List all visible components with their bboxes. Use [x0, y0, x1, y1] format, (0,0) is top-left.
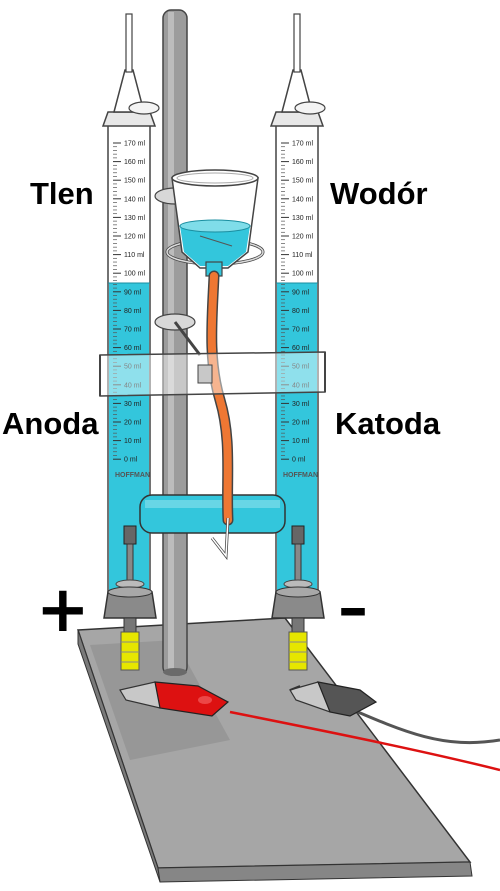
scale-label: 130 ml — [292, 215, 313, 222]
scale-label: 80 ml — [292, 308, 310, 315]
water-reservoir — [171, 169, 259, 277]
anode-electrode — [103, 525, 157, 671]
base-plate — [76, 617, 473, 883]
left-tube-scale: 170 ml 160 ml 150 ml 140 ml 130 ml 120 ml 110 … — [113, 141, 150, 479]
scale-label: 140 ml — [292, 196, 313, 203]
scale-label: 30 ml — [124, 401, 142, 408]
plus-sign: + — [36, 573, 90, 647]
connecting-tube — [139, 494, 286, 534]
scale-label: 20 ml — [124, 420, 142, 427]
scale-label: 140 ml — [124, 196, 145, 203]
scale-label: 50 ml — [292, 364, 310, 371]
scale-label: 70 ml — [292, 327, 310, 334]
support-rod — [162, 9, 188, 676]
scale-label: 10 ml — [124, 438, 142, 445]
rod-clamp — [154, 313, 202, 356]
scale-label: 90 ml — [292, 289, 310, 296]
scale-label: 0 ml — [124, 457, 138, 464]
red-lead — [119, 681, 500, 772]
hydrogen-label: Wodór — [330, 176, 428, 211]
right-tube-scale: 170 ml 160 ml 150 ml 140 ml 130 ml 120 ml 110 … — [281, 141, 318, 479]
scale-label: 110 ml — [124, 252, 145, 259]
oxygen-label: Tlen — [30, 176, 94, 211]
scale-label: 40 ml — [124, 382, 142, 389]
black-lead — [289, 681, 500, 745]
minus-sign: – — [338, 573, 368, 643]
scale-label: 70 ml — [124, 327, 142, 334]
scale-label: 120 ml — [292, 234, 313, 241]
scale-label: 0 ml — [292, 457, 306, 464]
scale-label: 50 ml — [124, 364, 142, 371]
scale-label: 160 ml — [124, 159, 145, 166]
scale-label: 60 ml — [292, 345, 310, 352]
scale-label: 100 ml — [124, 271, 145, 278]
scale-label: 40 ml — [292, 382, 310, 389]
scale-label: 110 ml — [292, 252, 313, 259]
scale-label: 160 ml — [292, 159, 313, 166]
anode-label: Anoda — [2, 406, 99, 441]
scale-label: 100 ml — [292, 271, 313, 278]
scale-label: 170 ml — [124, 141, 145, 148]
scale-label: 80 ml — [124, 308, 142, 315]
scale-label: 170 ml — [292, 141, 313, 148]
tube-brand-label: HOFFMAN — [115, 472, 150, 479]
tube-holder-clamp — [99, 351, 326, 397]
scale-label: 20 ml — [292, 420, 310, 427]
scale-label: 130 ml — [124, 215, 145, 222]
scale-label: 90 ml — [124, 289, 142, 296]
tube-brand-label: HOFFMAN — [283, 472, 318, 479]
left-stopcock — [101, 13, 160, 127]
scale-label: 150 ml — [124, 178, 145, 185]
scale-label: 10 ml — [292, 438, 310, 445]
scale-label: 150 ml — [292, 178, 313, 185]
right-stopcock — [269, 13, 326, 127]
cathode-electrode — [271, 525, 325, 671]
scale-label: 120 ml — [124, 234, 145, 241]
cathode-label: Katoda — [335, 406, 441, 441]
scale-label: 30 ml — [292, 401, 310, 408]
scale-label: 60 ml — [124, 345, 142, 352]
